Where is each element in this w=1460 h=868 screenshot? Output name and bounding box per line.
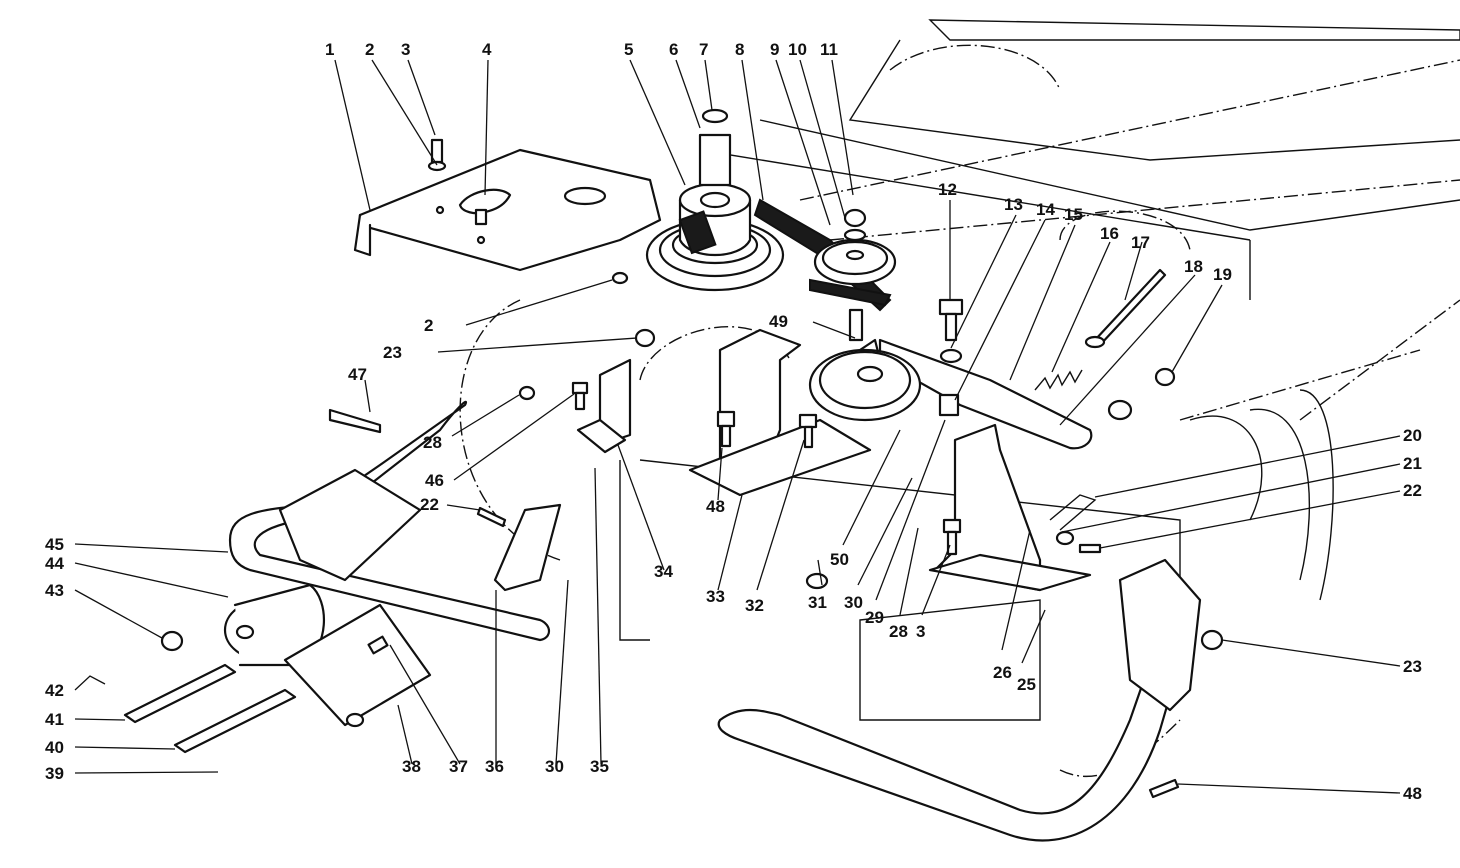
callout-34: 34 xyxy=(654,562,673,581)
latch-20 xyxy=(1049,494,1102,554)
callout-3-top: 3 xyxy=(401,40,410,59)
callout-29: 29 xyxy=(865,608,884,627)
callout-18: 18 xyxy=(1184,257,1203,276)
callout-48-center: 48 xyxy=(706,497,725,516)
callout-20: 20 xyxy=(1403,426,1422,445)
right-bracket xyxy=(928,423,1092,592)
callout-14: 14 xyxy=(1036,200,1055,219)
nut-31 xyxy=(805,572,829,590)
right-bumper-bar xyxy=(717,558,1202,842)
nut-18-side xyxy=(1107,399,1133,421)
callout-33: 33 xyxy=(706,587,725,606)
callout-40: 40 xyxy=(45,738,64,757)
mower-deck-housing xyxy=(459,19,1460,778)
callout-42: 42 xyxy=(45,681,64,700)
callout-6: 6 xyxy=(669,40,678,59)
callout-7: 7 xyxy=(699,40,708,59)
roller-bracket-38 xyxy=(283,603,432,728)
callout-28-left: 28 xyxy=(423,433,442,452)
bolt-22-left xyxy=(476,506,507,528)
callout-31: 31 xyxy=(808,593,827,612)
callout-35: 35 xyxy=(590,757,609,776)
bolt-and-washer xyxy=(427,138,447,172)
callout-19: 19 xyxy=(1213,265,1232,284)
callout-41: 41 xyxy=(45,710,64,729)
callout-16: 16 xyxy=(1100,224,1119,243)
callout-22-left: 22 xyxy=(420,495,439,514)
callout-44: 44 xyxy=(45,554,64,573)
front-bracket-36 xyxy=(493,503,562,592)
callout-15: 15 xyxy=(1064,205,1083,224)
callout-48-right: 48 xyxy=(1403,784,1422,803)
center-bracket xyxy=(688,328,872,497)
callout-22-right: 22 xyxy=(1403,481,1422,500)
callout-25: 25 xyxy=(1017,675,1036,694)
callout-39: 39 xyxy=(45,764,64,783)
callout-37: 37 xyxy=(449,757,468,776)
bolt-12 xyxy=(938,298,964,417)
callout-13: 13 xyxy=(1004,195,1023,214)
idler-arm xyxy=(848,308,1093,450)
idler-pulley-lower xyxy=(808,348,922,422)
callout-50: 50 xyxy=(830,550,849,569)
spring-and-rod xyxy=(1034,268,1167,391)
left-roller-housing xyxy=(223,468,422,667)
callout-28-center: 28 xyxy=(889,622,908,641)
leader-lines xyxy=(74,59,1401,794)
callout-8: 8 xyxy=(735,40,744,59)
callout-11: 11 xyxy=(820,40,838,59)
callout-47: 47 xyxy=(348,365,367,384)
idler-pulley-upper xyxy=(813,208,897,286)
callout-36: 36 xyxy=(485,757,504,776)
belt-cover-plate xyxy=(353,148,662,272)
nut-23-left xyxy=(634,328,656,348)
bolt-47 xyxy=(328,408,382,434)
callout-30-left: 30 xyxy=(545,757,564,776)
nut-19 xyxy=(1154,367,1176,387)
callout-2-top: 2 xyxy=(365,40,374,59)
callout-21: 21 xyxy=(1403,454,1422,473)
callout-26: 26 xyxy=(993,663,1012,682)
callout-23-left: 23 xyxy=(383,343,402,362)
roller-shafts xyxy=(123,663,297,754)
nut-43 xyxy=(160,630,184,652)
callout-1: 1 xyxy=(325,40,334,59)
callout-2-left: 2 xyxy=(424,316,433,335)
drive-pulley xyxy=(645,108,785,292)
knob xyxy=(458,188,512,245)
callout-32: 32 xyxy=(745,596,764,615)
callout-38: 38 xyxy=(402,757,421,776)
nut-28 xyxy=(518,385,536,401)
callout-23-right: 23 xyxy=(1403,657,1422,676)
nut-23-right xyxy=(1200,629,1224,651)
callout-46: 46 xyxy=(425,471,444,490)
washer-2 xyxy=(611,271,629,285)
callout-5: 5 xyxy=(624,40,633,59)
callout-49: 49 xyxy=(769,312,788,331)
callout-labels: 1 2 3 4 5 6 7 8 9 10 11 12 13 14 15 16 1… xyxy=(45,40,1422,803)
callout-45: 45 xyxy=(45,535,64,554)
callout-43: 43 xyxy=(45,581,64,600)
callout-4: 4 xyxy=(482,40,492,59)
bolt-48-right xyxy=(1148,778,1180,799)
callout-30-center: 30 xyxy=(844,593,863,612)
callout-12: 12 xyxy=(938,180,957,199)
small-bracket-34 xyxy=(571,358,632,454)
callout-3-center: 3 xyxy=(916,622,925,641)
callout-9: 9 xyxy=(770,40,779,59)
callout-10: 10 xyxy=(788,40,807,59)
callout-17: 17 xyxy=(1131,233,1150,252)
